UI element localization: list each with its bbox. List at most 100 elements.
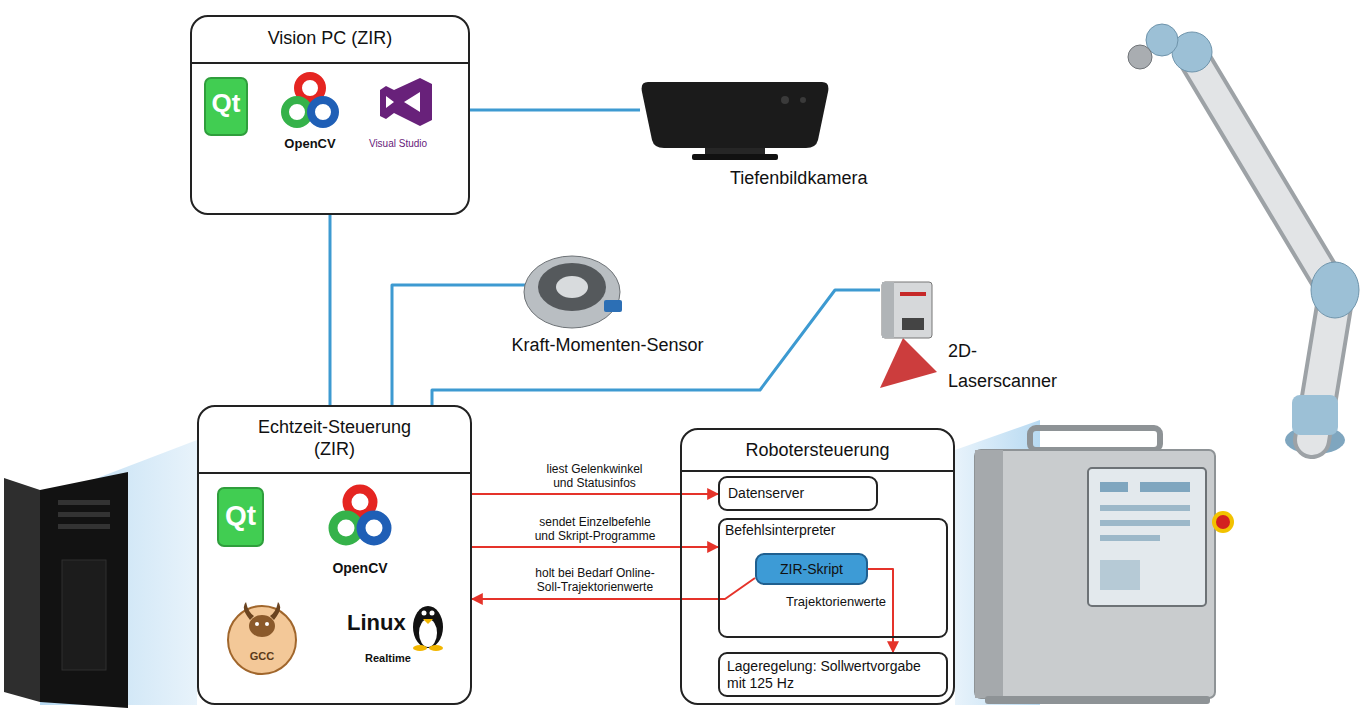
box-label: ZIR-Skript: [757, 561, 866, 578]
robot-arm: [1128, 45, 1152, 69]
edge-label: liest Gelenkwinkel und Statusinfos: [537, 462, 652, 490]
depth-camera: [642, 82, 829, 148]
software-logos: [423, 619, 433, 624]
robot-controller: [1100, 535, 1160, 541]
box-title: Vision PC (ZIR): [192, 28, 468, 50]
software-logos: [386, 92, 420, 112]
robot-arm: [1195, 60, 1330, 285]
software-logos: [244, 602, 281, 620]
laser-scanner: [900, 292, 926, 296]
force-torque-sensor: [604, 300, 622, 312]
cable-line: [432, 290, 880, 405]
software-logos: [205, 76, 443, 674]
header-divider: [192, 62, 468, 64]
force-torque-sensor: [538, 263, 606, 311]
laser-scanner: [882, 282, 932, 338]
software-logos: [380, 78, 432, 126]
process-box: Lageregelung: Sollwertvorgabe mit 125 Hz: [718, 652, 948, 697]
robot-controller: [1212, 511, 1234, 533]
process-box: BefehlsinterpreterZIR-Skript: [718, 518, 948, 638]
pc-tower: [4, 472, 128, 708]
pc-tower: [62, 560, 106, 670]
box-label: Lageregelung: Sollwertvorgabe mit 125 Hz: [727, 658, 923, 692]
box-title: Robotersteuerung: [682, 440, 953, 462]
software-logos: [429, 645, 443, 651]
robot-controller: [975, 450, 1003, 698]
laser-scanner: [882, 282, 894, 338]
device-label: Kraft-Momenten-Sensor: [475, 335, 740, 357]
device-label: Tiefenbildkamera: [730, 168, 925, 190]
device: 2D- Laserscanner: [880, 278, 1100, 403]
robot-controller: [975, 450, 1215, 698]
robot-controller: [1100, 482, 1128, 492]
box-label: Datenserver: [728, 485, 868, 502]
depth-camera: [800, 97, 806, 103]
box-label: Befehlsinterpreter: [725, 522, 940, 539]
laser-scanner: [880, 338, 937, 388]
device: Kraft-Momenten-Sensor: [475, 250, 740, 365]
script-box: ZIR-Skript: [755, 553, 868, 585]
robot-arm: [1311, 262, 1359, 318]
software-logos: [285, 100, 309, 124]
robot-controller: [1140, 482, 1190, 492]
laser-scanner: [902, 318, 924, 330]
pc-tower: [58, 524, 110, 529]
pc-tower: [58, 500, 110, 505]
logo-text: OpenCV: [260, 136, 360, 152]
cable-line: [470, 109, 640, 112]
software-logos: [265, 622, 269, 626]
header-divider: [682, 470, 953, 472]
software-logos: [361, 515, 387, 541]
depth-camera: [692, 154, 778, 160]
robot-controller: [1216, 515, 1230, 529]
logo-text: Visual Studio: [353, 138, 443, 150]
robot-controller: [1088, 468, 1206, 606]
laser-scanner: [880, 282, 937, 388]
software-logos: [228, 606, 296, 674]
force-torque-sensor: [475, 284, 526, 287]
robot-controller: [985, 696, 1210, 704]
controller-box: RobotersteuerungDatenserverBefehlsinterp…: [680, 428, 955, 705]
robot-arm: [1128, 24, 1359, 454]
pc-tower: [4, 478, 40, 702]
pc-tower: [40, 472, 128, 708]
computer-box: Echtzeit-Steuerung (ZIR) QtOpenCV GCC Linux…: [197, 405, 472, 705]
software-logos: [333, 515, 359, 541]
cable-line: [392, 285, 475, 405]
software-logos: [255, 622, 259, 626]
software-logos: [413, 645, 427, 651]
software-logos: [413, 606, 443, 648]
software-logos: [419, 619, 437, 647]
data-flow-arrow: [868, 569, 893, 652]
logo-text: Linux: [347, 610, 417, 636]
logo-text: OpenCV: [310, 560, 410, 577]
device: Tiefenbildkamera: [640, 70, 925, 195]
depth-camera: [642, 82, 829, 160]
robot-controller: [1100, 560, 1140, 590]
software-logos: [311, 100, 335, 124]
computer-box: Vision PC (ZIR) QtOpenCVVisual Studio: [190, 15, 470, 215]
software-logos: [218, 488, 263, 546]
software-logos: [347, 489, 373, 515]
box-title: Echtzeit-Steuerung (ZIR): [247, 416, 422, 460]
logo-text: Qt: [205, 88, 247, 119]
depth-camera: [781, 96, 789, 104]
robot-arm: [1292, 395, 1338, 435]
software-logos: [249, 615, 275, 637]
robot-controller: [1100, 520, 1190, 526]
header-divider: [199, 472, 470, 474]
force-torque-sensor: [475, 256, 622, 328]
force-torque-sensor: [556, 276, 588, 298]
robot-controller: [975, 428, 1234, 704]
pc-tower: [58, 512, 110, 517]
software-logos: [205, 78, 247, 135]
device-label: 2D- Laserscanner: [948, 336, 1068, 396]
logo-text: GCC: [227, 650, 297, 663]
cable-line: [329, 215, 332, 405]
robot-arm: [1195, 60, 1330, 285]
edge-label: sendet Einzelbefehle und Skript-Programm…: [531, 515, 659, 543]
software-logos: [422, 611, 427, 616]
logo-text: Qt: [218, 499, 263, 533]
